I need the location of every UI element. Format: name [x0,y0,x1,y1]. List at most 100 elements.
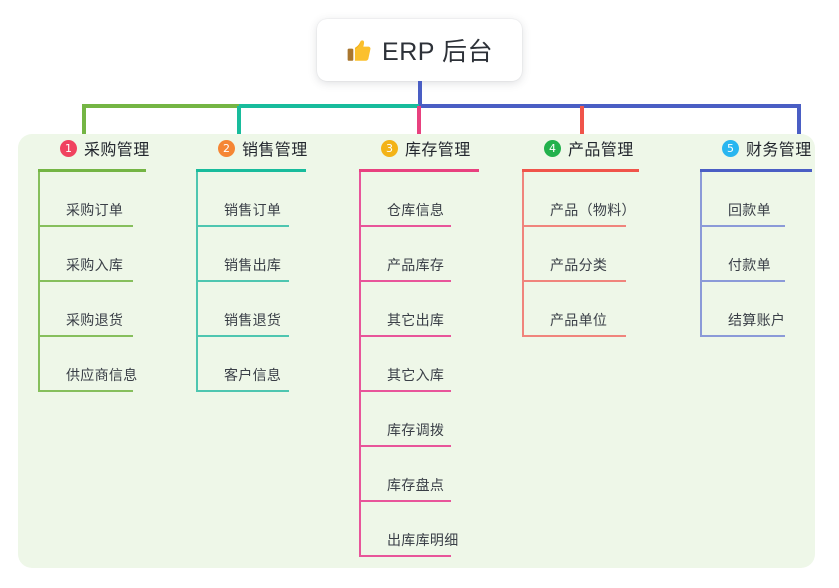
root-node[interactable]: ERP 后台 [317,19,522,81]
branch-item[interactable]: 出库库明细 [359,502,458,557]
connector-bar-middle [239,104,419,108]
branch-item-underline [522,335,626,337]
branch-spine [700,172,702,337]
branch-item-underline [38,280,133,282]
branch-item[interactable]: 仓库信息 [359,172,451,227]
branch-item-label: 销售出库 [224,257,282,273]
branch-item-underline [196,225,289,227]
branch-item-underline [359,335,451,337]
branch-column-5: 5 财务管理回款单付款单结算账户 [700,134,812,337]
branch-header-3[interactable]: 3 库存管理 [359,134,479,172]
branch-item-label: 销售订单 [224,202,282,218]
branch-header-row: 5 财务管理 [700,134,812,162]
branch-title: 采购管理 [84,142,150,159]
branch-item-underline [359,390,451,392]
connector-drop-2 [237,106,241,145]
branch-item[interactable]: 其它出库 [359,282,451,337]
branch-item[interactable]: 销售订单 [196,172,289,227]
branch-spine [522,172,524,337]
branch-item-list: 采购订单采购入库采购退货供应商信息 [38,172,137,392]
thumbs-up-icon [346,38,372,64]
branch-item[interactable]: 其它入库 [359,337,451,392]
branch-item[interactable]: 付款单 [700,227,785,282]
connector-drop-5 [797,106,801,145]
branch-item-label: 产品分类 [550,257,608,273]
branch-header-5[interactable]: 5 财务管理 [700,134,812,172]
connector-trunk [418,81,422,106]
branch-header-underline [359,169,479,172]
branch-header-row: 1 采购管理 [38,134,149,162]
connector-drop-3 [417,106,421,145]
branch-item-underline [522,225,626,227]
branch-item-label: 其它入库 [387,367,445,383]
branch-item[interactable]: 销售出库 [196,227,289,282]
branch-title: 财务管理 [746,142,812,159]
branch-item-list: 产品（物料） 产品分类产品单位 [522,172,636,337]
connector-bar-right [419,104,801,108]
branch-item-label: 采购入库 [66,257,124,273]
branch-header-underline [196,169,306,172]
branch-item[interactable]: 采购订单 [38,172,133,227]
branch-item-underline [38,335,133,337]
branch-item-label: 其它出库 [387,312,445,328]
branch-item-label: 供应商信息 [66,367,138,383]
branch-item-underline [359,280,451,282]
connector-bar-left [82,104,239,108]
branch-spine [359,172,361,557]
branch-item-label: 库存盘点 [387,477,445,493]
branch-item[interactable]: 客户信息 [196,337,289,392]
branch-header-1[interactable]: 1 采购管理 [38,134,149,172]
branch-item[interactable]: 产品单位 [522,282,626,337]
branch-number-badge: 2 [218,139,235,157]
branch-title: 库存管理 [405,142,471,159]
branch-header-underline [38,169,146,172]
branch-item[interactable]: 产品（物料） [522,172,636,227]
root-title: ERP 后台 [382,38,493,66]
branch-column-2: 2 销售管理销售订单销售出库销售退货客户信息 [196,134,308,392]
branch-item-label: 产品库存 [387,257,445,273]
branch-item-underline [700,225,785,227]
branch-header-2[interactable]: 2 销售管理 [196,134,308,172]
branch-item[interactable]: 采购退货 [38,282,133,337]
branch-item[interactable]: 库存盘点 [359,447,451,502]
branch-item[interactable]: 采购入库 [38,227,133,282]
branch-number-badge: 5 [722,139,739,157]
branch-column-1: 1 采购管理采购订单采购入库采购退货供应商信息 [38,134,149,392]
branch-item[interactable]: 供应商信息 [38,337,137,392]
branch-item-label: 库存调拨 [387,422,445,438]
branch-spine [38,172,40,392]
branch-item-label: 采购退货 [66,312,124,328]
branch-item-label: 结算账户 [728,312,786,328]
branch-item-label: 仓库信息 [387,202,445,218]
branch-title: 产品管理 [568,142,634,159]
branch-item[interactable]: 回款单 [700,172,785,227]
branch-item-underline [359,445,451,447]
branch-title: 销售管理 [242,142,308,159]
branch-header-underline [522,169,639,172]
branch-item-list: 回款单付款单结算账户 [700,172,785,337]
branch-header-row: 3 库存管理 [359,134,479,162]
branch-item[interactable]: 结算账户 [700,282,785,337]
branch-item-label: 付款单 [728,257,771,273]
branch-item-underline [700,280,785,282]
branch-item[interactable]: 库存调拨 [359,392,451,447]
branch-item-label: 客户信息 [224,367,282,383]
branch-item-underline [522,280,626,282]
branch-item-underline [359,555,451,557]
branch-item-underline [196,280,289,282]
branch-item-label: 出库库明细 [387,532,459,548]
branch-number-badge: 3 [381,139,398,157]
branch-item[interactable]: 产品库存 [359,227,451,282]
branch-item-label: 产品单位 [550,312,608,328]
branch-item-list: 仓库信息产品库存其它出库其它入库库存调拨库存盘点出库库明细 [359,172,458,557]
branch-item[interactable]: 销售退货 [196,282,289,337]
branch-spine [196,172,198,392]
branch-item-label: 采购订单 [66,202,124,218]
connector-drop-4 [580,106,584,145]
branch-item-underline [196,335,289,337]
branch-item[interactable]: 产品分类 [522,227,626,282]
branch-number-badge: 1 [60,139,77,157]
